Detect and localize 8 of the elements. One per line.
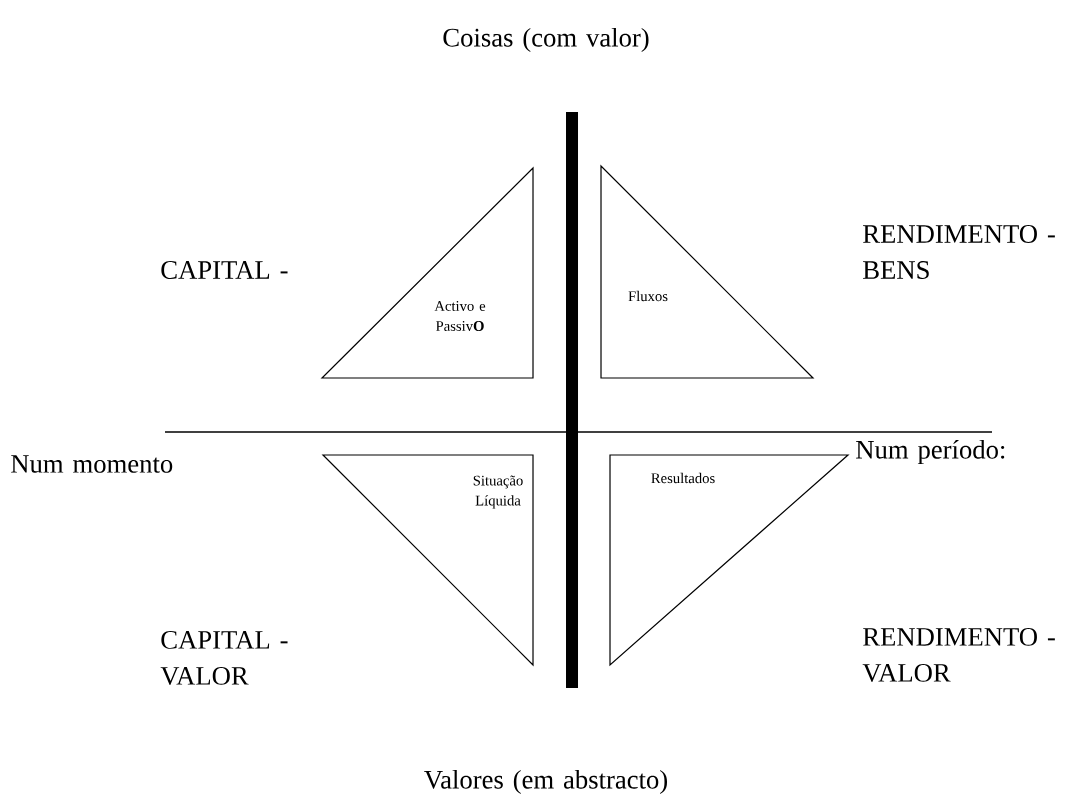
axis-label: Num momento xyxy=(11,455,173,473)
axis-label: CAPITAL - VALOR xyxy=(160,630,288,685)
axis-label: Valores (em abstracto) xyxy=(424,769,667,795)
axis-label: Num período: xyxy=(856,439,1005,465)
axis-label: RENDIMENTO - VALOR xyxy=(862,627,1055,682)
axis-label: RENDIMENTO - BENS xyxy=(863,225,1055,279)
axis-label: CAPITAL - xyxy=(161,261,288,279)
axis-label: Coisas (com valor) xyxy=(443,27,649,53)
